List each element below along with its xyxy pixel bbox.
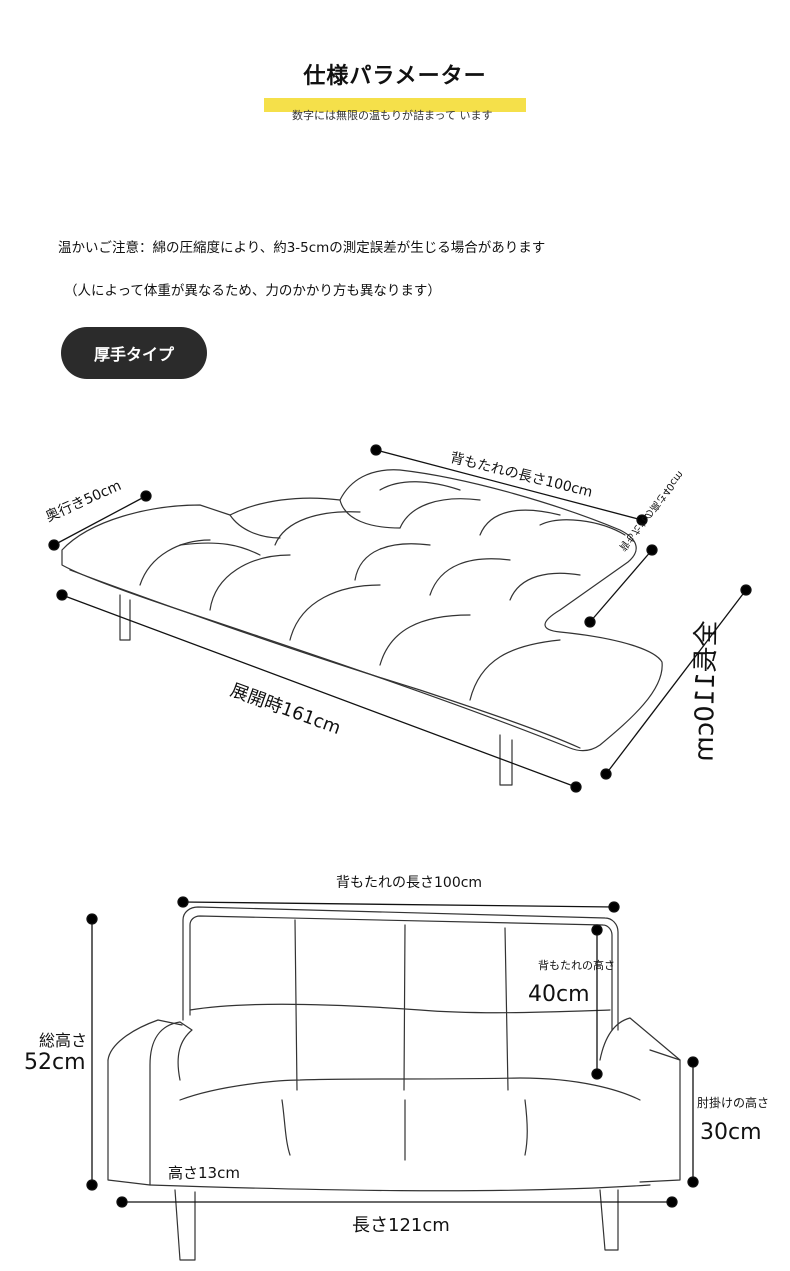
page-title: 仕様パラメーター (303, 64, 487, 89)
flat-sofa-illustration (61, 469, 663, 786)
note-line-1: 温かいご注意：綿の圧縮度により、約3-5cmの測定誤差が生じる場合があります (58, 240, 546, 256)
front-total-height-value: 52cm (24, 1050, 86, 1075)
title-highlight (264, 98, 526, 112)
front-sofa-illustration (107, 906, 681, 1261)
page-subtitle: 数字には無限の温もりが詰まって います (292, 109, 493, 122)
front-armrest-height-value: 30cm (700, 1120, 762, 1145)
front-total-height-label: 総高さ (39, 1031, 88, 1050)
front-backrest-length-label: 背もたれの長さ100cm (336, 875, 483, 891)
front-armrest-height-label: 肘掛けの高さ (697, 1096, 770, 1110)
thick-type-badge: 厚手タイプ (61, 327, 207, 379)
front-backrest-height-label: 背もたれの高さ (538, 959, 615, 972)
front-backrest-height-value: 40cm (528, 982, 590, 1007)
note-line-2: （人によって体重が異なるため、力のかかり方も異なります） (64, 283, 441, 299)
flat-total-length-label: 全長110cm (689, 620, 722, 762)
front-length-label: 長さ121cm (352, 1215, 450, 1236)
front-seat-height-label: 高さ13cm (168, 1164, 240, 1182)
